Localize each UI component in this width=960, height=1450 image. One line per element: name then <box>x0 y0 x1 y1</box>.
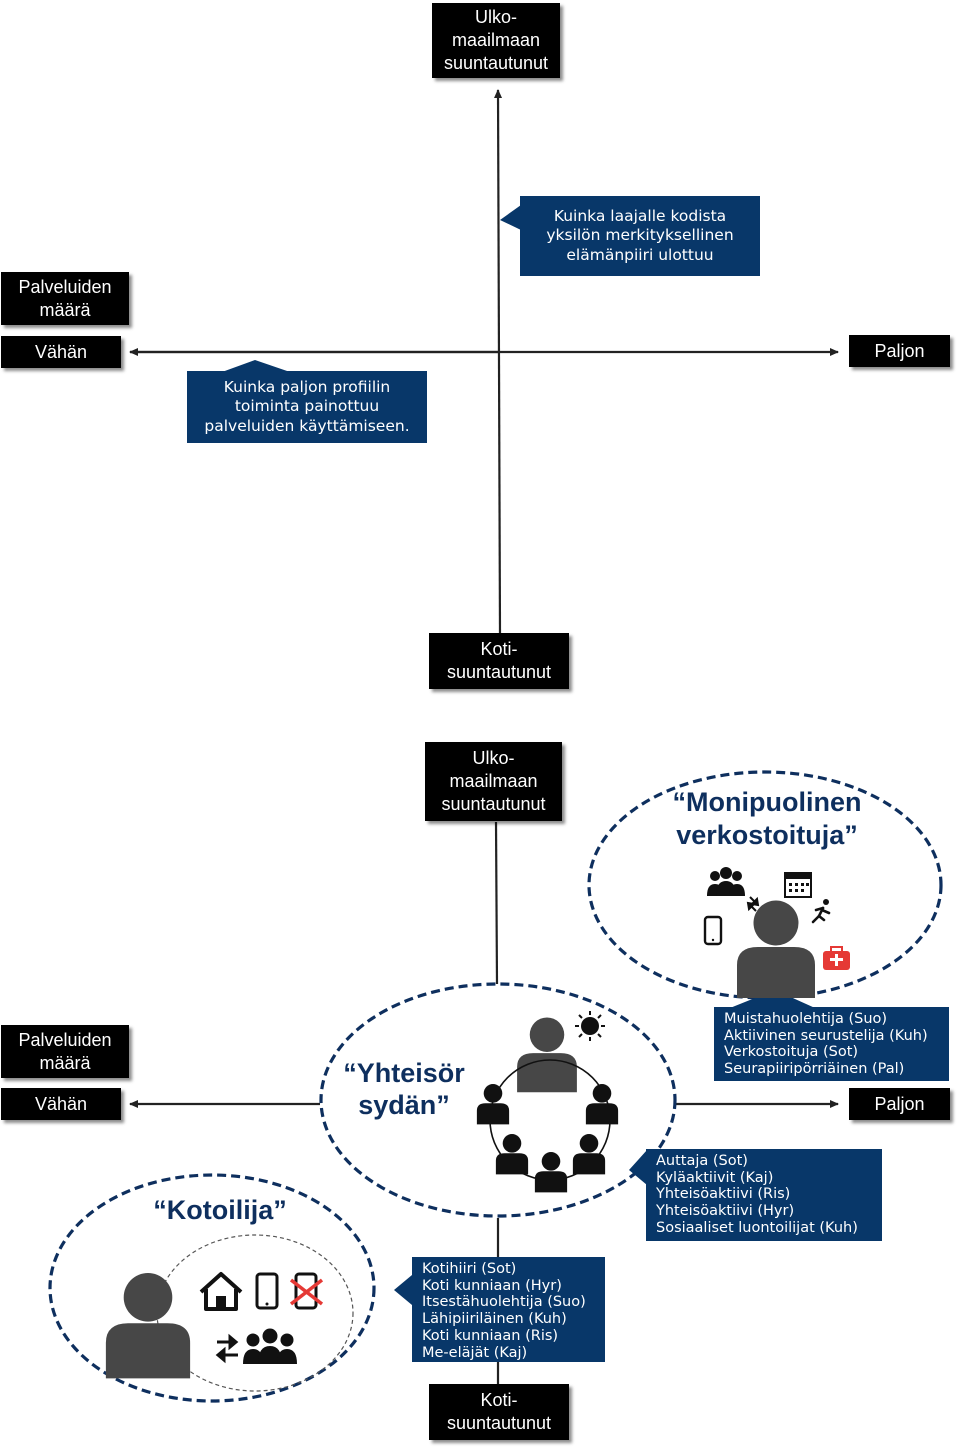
title-line: sydän” <box>358 1090 450 1120</box>
label-line: suuntautunut <box>441 794 546 814</box>
callout-line: Kuinka paljon profiilin <box>223 377 391 396</box>
list-item: Seurapiiripörriäinen (Pal) <box>724 1061 905 1078</box>
swap-arrows-icon <box>746 896 760 912</box>
top-axis-top-label: Ulko- maailmaan suuntautunut <box>432 3 560 78</box>
list-item: Aktiivinen seurustelija (Kuh) <box>724 1027 928 1044</box>
runner-icon <box>811 899 831 924</box>
house-icon <box>199 1272 243 1311</box>
top-vertical-axis <box>494 89 503 635</box>
label-line: Vähän <box>34 341 88 362</box>
list-item: Kotihiiri (Sot) <box>422 1261 517 1277</box>
yhteisor-pointer <box>629 1150 647 1185</box>
label-line: määrä <box>39 299 91 320</box>
smartphone-icon <box>703 915 723 946</box>
callout-vertical: Kuinka laajalle kodista yksilön merkityk… <box>520 196 760 276</box>
label-line: suuntautunut <box>443 53 549 73</box>
yhteisor-list: Auttaja (Sot) Kyläaktiivit (Kaj) Yhteisö… <box>646 1149 882 1241</box>
top-axis-right-label: Paljon <box>849 335 950 367</box>
first-aid-kit-icon <box>823 946 850 970</box>
callout-vertical-pointer <box>500 205 521 230</box>
callout-line: palveluiden käyttämiseen. <box>204 416 410 435</box>
label-line: Palveluiden <box>18 1029 112 1050</box>
smartphone-icon <box>255 1272 279 1310</box>
sun-icon <box>575 1011 605 1041</box>
list-item: Sosiaaliset luontoilijat (Kuh) <box>656 1219 858 1236</box>
kotoilija-pointer <box>394 1275 412 1305</box>
label-line: Ulko- <box>472 748 515 768</box>
bottom-axis-left-label: Vähän <box>1 1088 121 1120</box>
bottom-axis-bottom-label: Koti- suuntautunut <box>429 1384 569 1440</box>
list-item: Yhteisöaktiivi (Ris) <box>656 1186 791 1203</box>
label-line: suuntautunut <box>446 662 552 682</box>
list-item: Koti kunniaan (Ris) <box>422 1327 559 1344</box>
calendar-icon <box>784 872 812 898</box>
callout-line: Kuinka laajalle kodista <box>553 206 727 225</box>
bottom-axis-title: Palveluiden määrä <box>1 1025 129 1078</box>
kotoilija-list: Kotihiiri (Sot) Koti kunniaan (Hyr) Itse… <box>412 1257 605 1362</box>
list-item: Verkostoituja (Sot) <box>724 1044 859 1061</box>
monipuolinen-list: Muistahuolehtija (Suo) Aktiivinen seurus… <box>714 1007 949 1081</box>
callout-line: elämänpiiri ulottuu <box>566 245 714 264</box>
label-line: Vähän <box>34 1093 88 1114</box>
list-item: Koti kunniaan (Hyr) <box>422 1277 562 1294</box>
label-line: Koti- <box>480 1390 518 1410</box>
callout-line: toiminta painottuu <box>234 397 380 416</box>
label-line: Paljon <box>874 340 925 361</box>
title-line: verkostoituja” <box>676 820 858 850</box>
list-item: Itsestähuolehtija (Suo) <box>422 1294 586 1311</box>
label-line: Koti- <box>480 639 518 659</box>
monipuolinen-title: “Monipuolinen verkostoituja” <box>662 786 872 852</box>
title-line: “Yhteisör <box>343 1058 465 1088</box>
callout-horizontal-pointer <box>222 360 290 372</box>
swap-arrows-icon <box>215 1333 239 1364</box>
label-line: maailmaan <box>449 771 538 791</box>
label-line: Palveluiden <box>18 276 112 297</box>
monipuolinen-pointer <box>730 990 815 1008</box>
label-line: määrä <box>39 1052 91 1073</box>
top-axis-bottom-label: Koti- suuntautunut <box>429 633 569 689</box>
yhteisor-title: “Yhteisör sydän” <box>334 1057 474 1121</box>
kotoilija-title: “Kotoilija” <box>140 1194 300 1226</box>
label-line: Paljon <box>874 1093 925 1114</box>
bottom-axis-top-label: Ulko- maailmaan suuntautunut <box>425 742 562 821</box>
list-item: Yhteisöaktiivi (Hyr) <box>656 1203 795 1220</box>
callout-line: yksilön merkityksellinen <box>546 226 734 245</box>
title-line: “Kotoilija” <box>153 1195 287 1225</box>
bottom-axis-right-label: Paljon <box>849 1088 950 1120</box>
list-item: Muistahuolehtija (Suo) <box>724 1011 888 1027</box>
list-item: Me-eläjät (Kaj) <box>422 1344 528 1361</box>
title-line: “Monipuolinen <box>672 787 862 817</box>
list-item: Kyläaktiivit (Kaj) <box>656 1169 774 1186</box>
top-axis-title: Palveluiden määrä <box>1 272 129 325</box>
label-line: suuntautunut <box>446 1413 552 1433</box>
person-circle-icon <box>476 1059 619 1193</box>
group-icon <box>243 1328 297 1364</box>
callout-horizontal: Kuinka paljon profiilin toiminta painott… <box>187 371 427 443</box>
group-icon <box>707 867 745 896</box>
list-item: Lähipiiriläinen (Kuh) <box>422 1311 567 1328</box>
list-item: Auttaja (Sot) <box>656 1153 748 1169</box>
label-line: Ulko- <box>474 7 517 27</box>
smartphone-crossed-icon <box>289 1272 324 1310</box>
label-line: maailmaan <box>451 30 541 50</box>
top-axis-left-label: Vähän <box>1 336 121 368</box>
